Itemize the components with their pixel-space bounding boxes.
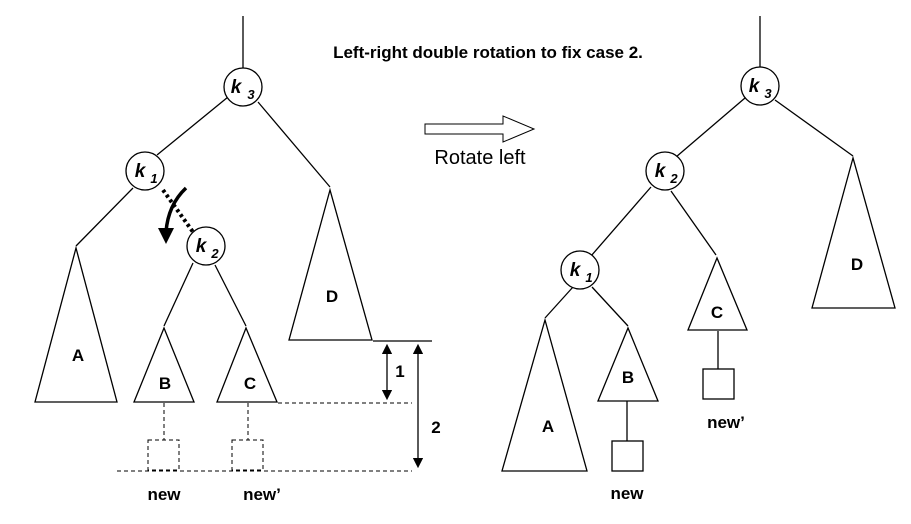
left-node-k2: k 2 [186,226,226,266]
left-node-k1-sub: 1 [150,171,157,186]
right-subtree-b [597,326,659,402]
left-new-prime-label: new’ [243,485,281,504]
height-label-2: 2 [431,418,440,437]
left-edge-k1-k2-dotted [161,188,195,234]
right-node-k2-base: k [655,161,667,182]
right-tree [544,16,854,441]
right-edge-k1-a [544,286,574,319]
left-node-k2-sub: 2 [210,246,219,261]
left-tree [75,16,331,327]
left-node-k1-base: k [135,161,147,182]
left-edge-k3-d [257,101,331,188]
right-node-k3-base: k [749,76,761,97]
left-subtree-b [133,326,195,403]
right-subtree-c [687,256,748,331]
left-subtree-b-label: B [159,374,171,393]
right-subtree-c-label: C [711,303,723,322]
svg-text:k: k [231,77,243,98]
rotate-arrow-label: Rotate left [434,147,526,169]
left-node-k3: k 3 [223,67,263,107]
right-node-k3-sub: 3 [764,86,772,101]
right-edge-k3-d [774,99,854,157]
right-edge-k3-k2 [675,97,746,158]
right-subtree-d-label: D [851,255,863,274]
right-node-k2-sub: 2 [669,171,678,186]
right-node-k3: k 3 [740,66,780,106]
left-new-label: new [147,485,181,504]
left-new-prime-dashed-box [231,439,264,471]
right-new-prime-label: new’ [707,413,745,432]
right-node-k2: k 2 [645,151,685,191]
right-new-prime-box [702,368,735,400]
rotation-curve-arrow [164,186,188,233]
left-new-dashed-box [147,439,180,471]
height-label-1: 1 [395,362,404,381]
rotate-arrow-icon [424,115,536,143]
left-edge-k2-b [163,262,194,327]
rotation-arrow-head-icon [158,228,174,244]
left-node-k1: k 1 [125,151,165,191]
left-subtree-c-label: C [244,374,256,393]
right-subtree-b-label: B [622,368,634,387]
right-edge-k1-b [591,286,629,327]
left-edge-k1-a [75,187,134,247]
left-edge-k2-c [214,264,247,327]
right-subtree-a-label: A [542,417,554,436]
left-subtree-c [216,326,278,403]
left-subtree-a [34,245,118,403]
left-node-k3-base: k [231,77,243,98]
right-subtree-d [811,155,896,309]
right-subtree-a [501,317,588,472]
right-node-k1-base: k [570,260,582,281]
right-new-label: new [610,484,644,503]
diagram-title: Left-right double rotation to fix case 2… [333,43,643,62]
left-subtree-d [288,187,373,341]
right-node-k1: k 1 [560,250,600,290]
right-new-box [611,440,644,472]
right-node-k1-sub: 1 [585,270,592,285]
left-edge-k3-k1 [156,96,229,156]
left-subtree-a-label: A [72,346,84,365]
right-edge-k2-k1 [590,186,652,257]
right-edge-k2-c [670,190,717,256]
left-node-k2-base: k [196,236,208,257]
left-node-k3-sub: 3 [247,87,255,102]
left-subtree-d-label: D [326,287,338,306]
